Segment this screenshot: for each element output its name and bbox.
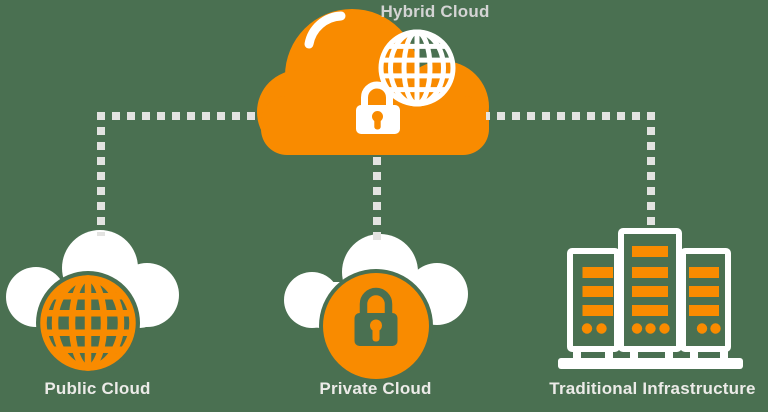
- rack-leg: [573, 349, 581, 358]
- cloud-shine: [304, 11, 346, 49]
- lock-icon: [354, 287, 398, 346]
- globe-icon: [40, 275, 136, 371]
- server-rack-icon: [558, 228, 743, 369]
- server-slot: [582, 305, 613, 316]
- lock-icon: [356, 81, 400, 134]
- connector-hybrid-public: [97, 112, 262, 236]
- server-slot: [632, 286, 668, 297]
- private-cloud-label: Private Cloud: [319, 379, 432, 398]
- server-slot: [632, 267, 668, 278]
- server-slot: [582, 267, 613, 278]
- server-slot: [689, 305, 719, 316]
- connector-hybrid-traditional: [486, 112, 655, 231]
- server-led: [645, 323, 656, 334]
- server-tower-center: [618, 228, 682, 352]
- server-led: [696, 323, 708, 334]
- private-cloud-node: [284, 234, 468, 383]
- server-slot: [632, 246, 668, 257]
- rack-leg: [630, 349, 638, 358]
- traditional-infrastructure-node: [558, 228, 743, 369]
- server-slot: [689, 286, 719, 297]
- rack-base: [558, 358, 743, 369]
- server-led: [596, 323, 607, 334]
- public-cloud-node: [6, 230, 179, 375]
- server-led: [631, 323, 643, 334]
- traditional-infrastructure-label: Traditional Infrastructure: [549, 379, 756, 398]
- server-tower-left: [567, 248, 620, 352]
- server-led: [659, 323, 670, 334]
- rack-leg: [605, 349, 613, 358]
- server-led: [581, 323, 593, 334]
- globe-icon: [378, 29, 456, 107]
- server-tower-right: [680, 248, 731, 352]
- hybrid-cloud-label: Hybrid Cloud: [380, 2, 490, 21]
- server-slot: [582, 286, 613, 297]
- server-led: [710, 323, 721, 334]
- rack-leg: [690, 349, 698, 358]
- rack-leg: [720, 349, 728, 358]
- server-slot: [632, 305, 668, 316]
- public-cloud-label: Public Cloud: [44, 379, 151, 398]
- server-slot: [689, 267, 719, 278]
- keyhole: [372, 111, 383, 122]
- rack-leg: [665, 349, 673, 358]
- keyhole: [370, 319, 382, 332]
- hybrid-cloud-node: [257, 9, 489, 155]
